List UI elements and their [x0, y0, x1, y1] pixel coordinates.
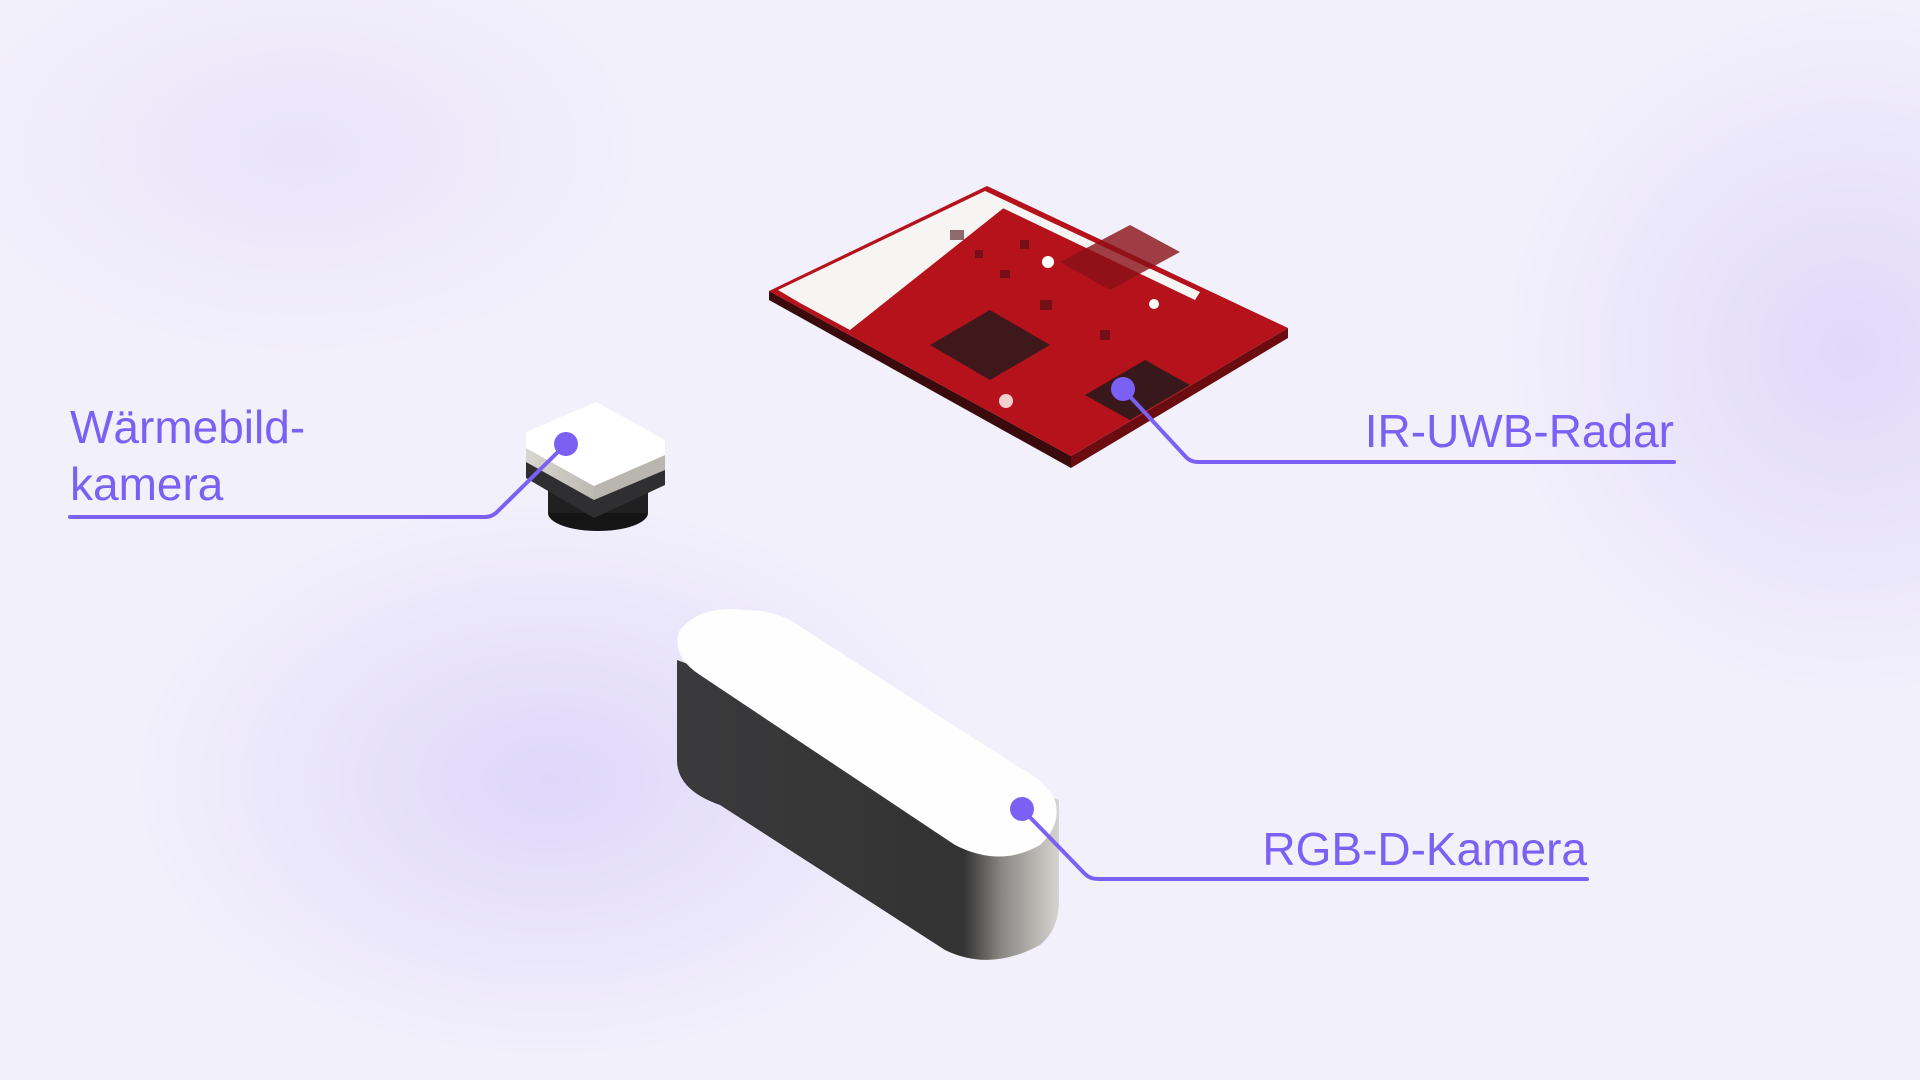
thermal-camera-marker: [554, 432, 578, 456]
radar-marker: [1111, 377, 1135, 401]
thermal-camera-label-line2: kamera: [70, 458, 224, 510]
rgbd-camera-marker: [1010, 797, 1034, 821]
radar-leader-line: [1121, 387, 1676, 464]
radar-board-image: [769, 186, 1288, 468]
thermal-camera-leader-line: [68, 442, 568, 519]
rgbd-camera-image: [677, 609, 1059, 960]
radar-label: IR-UWB-Radar: [1365, 405, 1674, 457]
rgbd-camera-leader-line: [1020, 807, 1589, 881]
thermal-camera-image: [526, 402, 665, 531]
thermal-camera-label-line1: Wärmebild-: [70, 401, 305, 453]
rgbd-camera-label: RGB-D-Kamera: [1262, 823, 1587, 875]
